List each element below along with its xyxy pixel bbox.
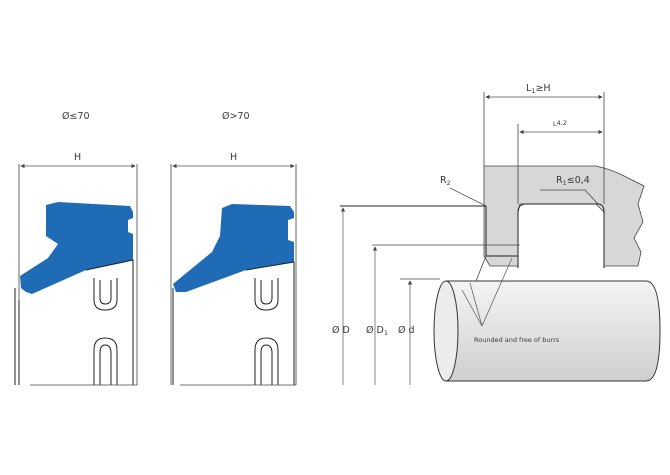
seal-profile-small: Ø≤70 H [14,111,138,386]
seal-small-body [85,259,134,385]
seal-small-slot-upper-outer [93,278,118,311]
rod-body [445,280,661,382]
bore-diameter-label: Ø D [332,325,350,336]
seal-large-diameter-label: Ø>70 [222,111,250,122]
rod-note-leader-b [469,282,483,327]
installation-housing: L1≥H L4.2 R2 R1≤0,4 Ø D Ø D1 Ø d [332,83,645,385]
rod-chamfer-edge [475,255,487,282]
seal-large-lip [173,204,294,292]
seal-small-slot-lower-outer [93,337,118,385]
seal-profile-large: Ø>70 H [170,111,297,386]
seal-large-width-label: H [230,152,237,163]
groove-diameter-label: Ø D1 [366,325,388,337]
groove-chamfer-guide [540,189,599,205]
rod-end-face [433,280,459,382]
rod-note-leader-c [481,257,513,327]
seal-small-width-label: H [74,152,81,163]
seal-small-slot-upper-inner [99,280,112,305]
seal-large-body [245,261,295,385]
seal-large-slot-upper-inner [260,280,273,305]
housing-groove [517,203,605,268]
seal-small-slot-lower-inner [99,344,112,385]
l1-label: L1≥H [526,83,551,95]
r1-label: R1≤0,4 [556,175,590,187]
l-label: L4.2 [553,119,567,128]
seal-small-diameter-label: Ø≤70 [62,111,90,122]
seal-large-slot-lower-outer [254,337,279,385]
seal-large-slot-lower-inner [260,344,273,385]
r2-label: R2 [440,175,451,187]
seal-small-lip [20,202,133,294]
rod-cylinder: Rounded and free of burrs [433,255,661,382]
rod-note: Rounded and free of burrs [474,336,560,344]
r2-leader [449,187,487,207]
rod-diameter-label: Ø d [398,325,415,336]
rod-note-leader-a [461,289,483,327]
seal-large-slot-upper-outer [254,278,279,311]
